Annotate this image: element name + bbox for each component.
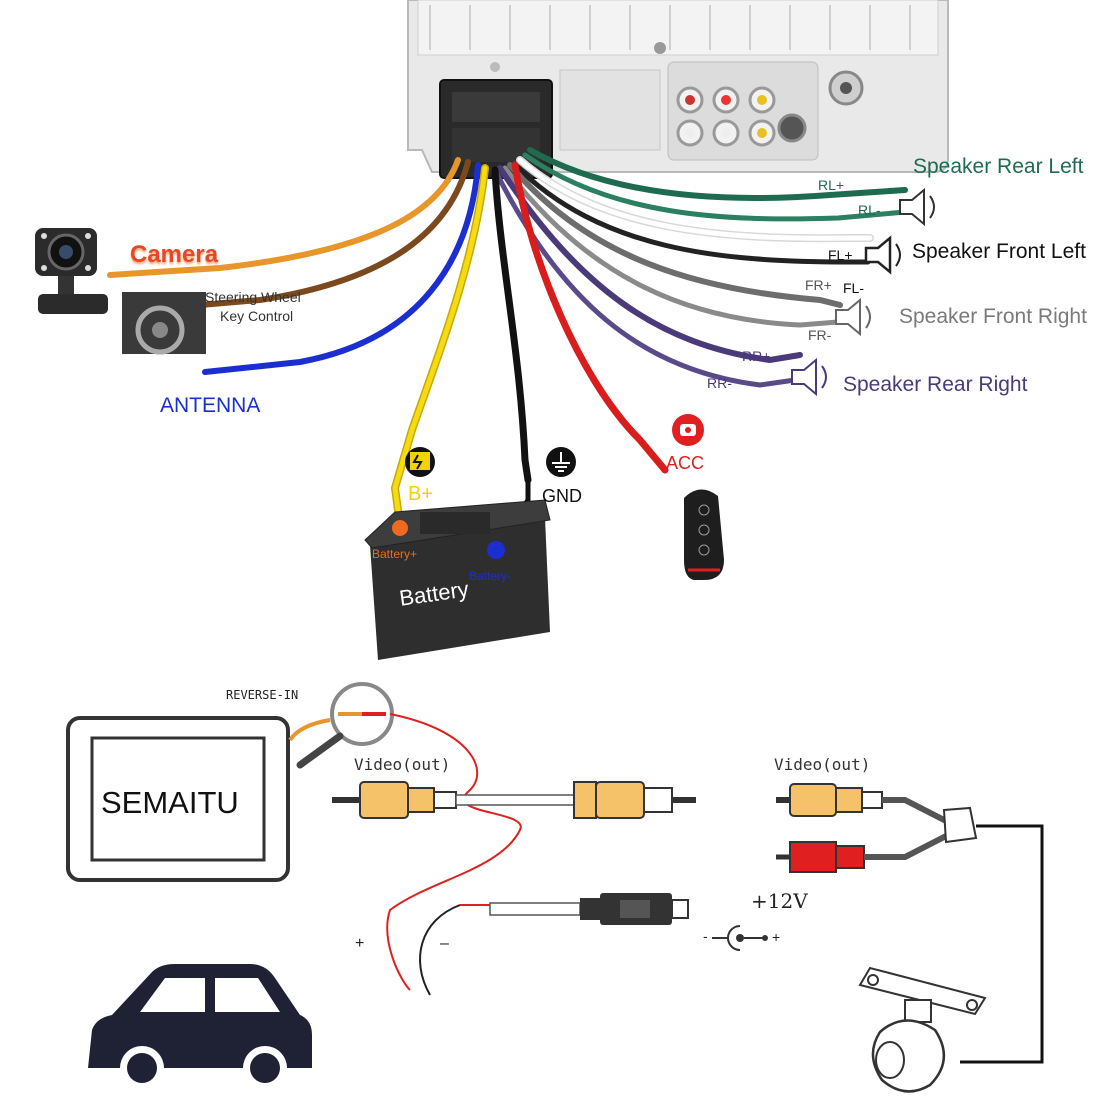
head-unit bbox=[407, 0, 949, 179]
key-fob-icon bbox=[684, 489, 724, 580]
rr-minus-label: RR- bbox=[707, 375, 732, 391]
plus-sign-label: + bbox=[355, 935, 365, 952]
fl-minus-label: FL- bbox=[843, 280, 864, 296]
steering-wheel-label: Steering Wheel bbox=[205, 289, 301, 305]
rl-minus-label: RL- bbox=[858, 202, 881, 218]
dc-plus-label: + bbox=[772, 929, 781, 945]
speaker-rear-right-label: Speaker Rear Right bbox=[843, 373, 1028, 396]
power-plug-red bbox=[776, 841, 865, 873]
reverse-in-label: REVERSE-IN bbox=[226, 688, 299, 702]
ground-icon bbox=[546, 447, 576, 477]
speaker-icon bbox=[791, 357, 827, 397]
gnd-label: GND bbox=[542, 486, 582, 506]
harness-wires bbox=[107, 147, 908, 538]
rr-plus-label: RR+ bbox=[742, 348, 771, 364]
speaker-icon bbox=[835, 297, 871, 337]
ignition-icon bbox=[672, 414, 704, 446]
camera-icon bbox=[35, 228, 108, 314]
video-out-right-label: Video(out) bbox=[774, 755, 871, 774]
dc-minus-label: - bbox=[703, 928, 708, 944]
fr-plus-label: FR+ bbox=[805, 277, 832, 293]
steering-wheel-photo bbox=[122, 292, 206, 355]
key-control-label: Key Control bbox=[220, 308, 294, 324]
antenna-label: ANTENNA bbox=[160, 394, 261, 417]
battery-minus-label: Battery- bbox=[469, 569, 512, 583]
car-battery bbox=[364, 499, 551, 660]
video-out-left-label: Video(out) bbox=[354, 755, 451, 774]
magnifier-icon bbox=[288, 682, 394, 769]
speaker-icon bbox=[864, 235, 901, 275]
monitor bbox=[66, 716, 290, 882]
brand-label: SEMAITU bbox=[101, 785, 239, 820]
camera-icon bbox=[858, 966, 987, 1093]
speaker-front-left-label: Speaker Front Left bbox=[912, 240, 1086, 263]
rl-plus-label: RL+ bbox=[818, 177, 845, 193]
fl-plus-label: FL+ bbox=[828, 247, 853, 263]
camera-label: Camera bbox=[130, 241, 219, 268]
speaker-front-right-label: Speaker Front Right bbox=[899, 305, 1087, 328]
fr-minus-label: FR- bbox=[808, 327, 832, 343]
rca-plug-icon bbox=[332, 781, 457, 819]
rca-sockets bbox=[676, 86, 807, 147]
rca-plug-icon bbox=[776, 783, 883, 817]
battery-icon bbox=[405, 447, 435, 477]
power-connector bbox=[489, 893, 689, 925]
car-icon bbox=[88, 964, 312, 1090]
rca-plug-icon bbox=[573, 781, 696, 819]
dc-jack-icon bbox=[712, 925, 768, 951]
speaker-rear-left-label: Speaker Rear Left bbox=[913, 155, 1084, 178]
b-plus-label: B+ bbox=[408, 483, 434, 505]
speaker-icon bbox=[899, 187, 935, 227]
plus-12v-label: +12V bbox=[751, 889, 808, 913]
battery-plus-label: Battery+ bbox=[372, 547, 418, 561]
minus-sign-label: – bbox=[440, 935, 449, 952]
acc-label: ACC bbox=[666, 453, 705, 473]
